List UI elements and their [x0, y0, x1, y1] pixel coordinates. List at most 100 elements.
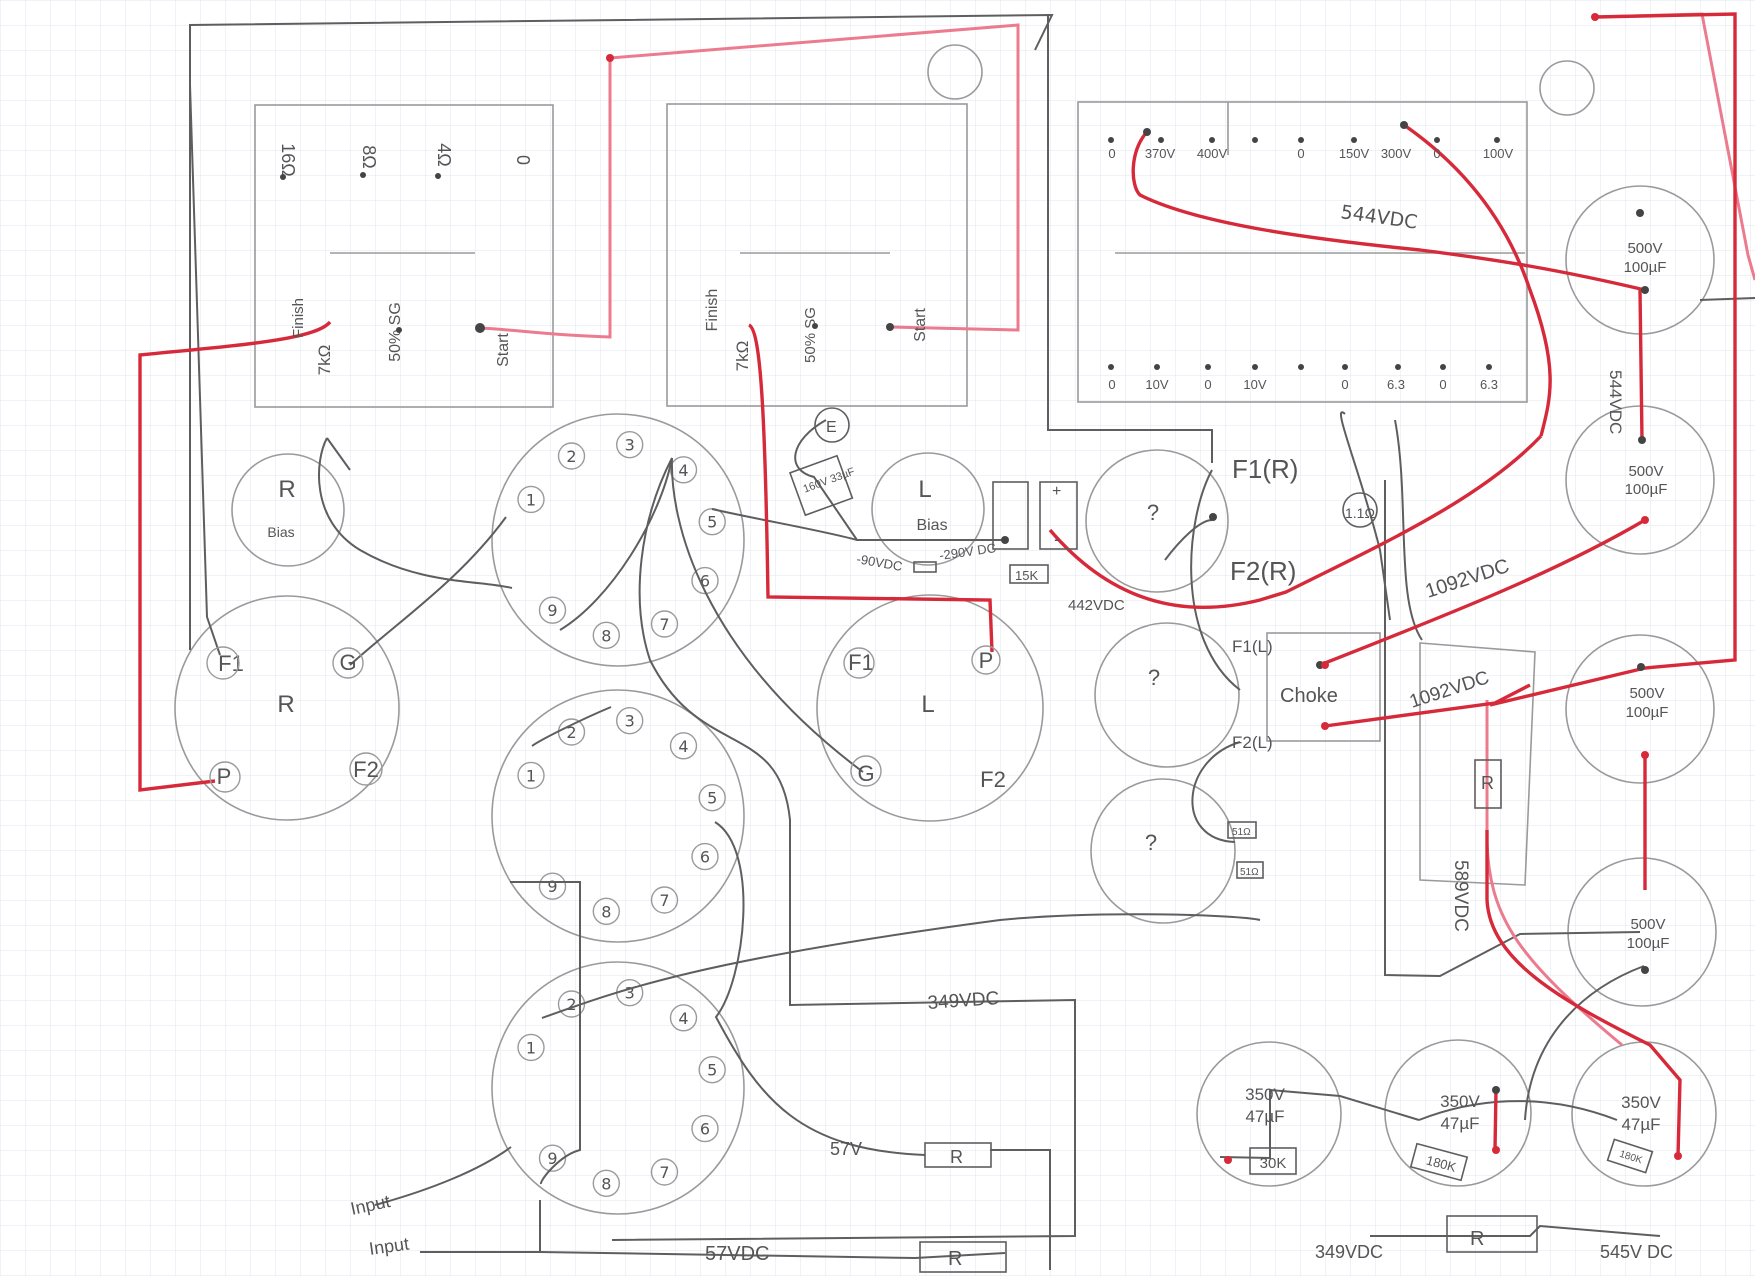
mounting-hole-2 — [1539, 60, 1595, 116]
noval-1-pin-label: 1 — [526, 490, 536, 509]
cap-big-3-v: 500V — [1629, 685, 1664, 702]
wire-r-br-link — [1370, 1224, 1661, 1237]
noval-3-pin-label: 9 — [547, 1149, 557, 1168]
wire-442 — [1048, 434, 1543, 610]
bias-l-sub: Bias — [916, 517, 947, 534]
rect-cap-plus: + — [1052, 483, 1061, 500]
diode-circle — [1342, 492, 1378, 528]
wire-rect1-f1 — [1190, 469, 1241, 691]
wire-300v — [1403, 123, 1552, 437]
noval-2-pin-label: 5 — [707, 789, 717, 808]
pt-tap-top-6: 300V — [1381, 146, 1412, 161]
noval-3-pin-ring — [669, 1004, 698, 1032]
wire-ground-cap-small — [1699, 297, 1755, 301]
ot-right-finish: Finish — [704, 289, 721, 332]
noval-2-pin-label: 2 — [566, 723, 576, 742]
pt-tap-bottom-4: 10V — [1243, 377, 1266, 392]
bias-r-letter: R — [278, 476, 295, 503]
noval-2-pin-label: 1 — [526, 766, 536, 785]
cap-big-3 — [1565, 634, 1715, 784]
wire-pin4 — [541, 913, 1261, 1019]
cap-big-1-c: 100µF — [1624, 259, 1667, 276]
wire-cap-b2-choke — [1319, 518, 1646, 667]
cap-small-1-c: 47µF — [1245, 1107, 1284, 1126]
noval-2-pin-label: 7 — [659, 891, 669, 910]
noval-3-pin-label: 5 — [707, 1061, 717, 1080]
wire-regulator — [1394, 419, 1423, 641]
cap-big-2-v: 500V — [1628, 463, 1663, 480]
wire-top-loop — [189, 13, 1054, 656]
ot-left-finish: Finish — [290, 298, 307, 338]
output-transformer-right — [666, 103, 968, 407]
noval-3-pin-label: 4 — [678, 1009, 688, 1028]
output-transformer-left — [254, 104, 554, 408]
ot-left-tap-16: 16Ω — [278, 143, 298, 176]
wire-finish-left — [138, 320, 332, 792]
pt-tap-bottom-1: 0 — [1108, 377, 1115, 392]
wire-pin7-bias — [711, 508, 1005, 541]
rect2-mark: ? — [1148, 665, 1160, 690]
choke-resistor-label: R — [1481, 773, 1494, 793]
noval-3-pin-ring — [592, 1169, 620, 1198]
resistor-51b — [1236, 861, 1264, 879]
ot-left-tap-8: 8Ω — [359, 145, 379, 168]
noval-2-pin-label: 3 — [625, 712, 635, 731]
noval-2-pin-ring — [538, 872, 567, 900]
diode-label: 1.1Ω — [1345, 505, 1375, 521]
rect1-mark: ? — [1147, 500, 1159, 525]
volt-349-bottom: 349VDC — [1315, 1242, 1383, 1262]
cap-big-1-v: 500V — [1627, 240, 1662, 257]
noval-2-pin-ring — [592, 897, 620, 925]
resistor-15k-label: 15K — [1015, 568, 1038, 583]
bias-cap-ground — [814, 407, 850, 443]
wire-pin6-g-left — [670, 457, 864, 773]
noval-2-pin-ring — [698, 784, 726, 812]
noval-3-pin-ring — [650, 1158, 679, 1186]
resistor-30k — [1249, 1147, 1297, 1175]
resistor-51a — [1227, 821, 1257, 839]
noval-1-pin-ring — [669, 456, 698, 484]
socket-bias-l — [871, 452, 985, 566]
wire-ground-long — [1384, 480, 1641, 978]
pt-tap-top-2: 370V — [1145, 146, 1176, 161]
ot-right-screen: 50% SG — [802, 307, 819, 363]
bias-l-letter: L — [918, 476, 931, 503]
bottom-resistor — [919, 1241, 1007, 1273]
rect-cap-minus: - — [1054, 529, 1060, 549]
resistor-180k-a — [1409, 1142, 1469, 1182]
tube-l-letter: L — [921, 691, 934, 718]
noval-2-pin-ring — [691, 842, 719, 871]
socket-noval-3 — [491, 961, 745, 1215]
cap-small-2-v: 350V — [1440, 1092, 1480, 1111]
wire-370v — [1131, 130, 1646, 292]
wire-cap-small-2-tap — [1493, 1089, 1498, 1151]
wire-input1 — [374, 1146, 512, 1206]
bias-cap — [788, 454, 854, 517]
cap-big-3-c: 100µF — [1626, 704, 1669, 721]
cap-big-2-c: 100µF — [1625, 481, 1668, 498]
noval-2-pin-ring — [616, 707, 644, 735]
noval-3-pin-ring — [538, 1144, 567, 1172]
cap-small-2 — [1384, 1039, 1532, 1187]
ot-left-start: Start — [495, 333, 512, 367]
noval-3-pin-ring — [698, 1055, 726, 1084]
wire-choke-drive — [1340, 411, 1391, 621]
tube-l-p: P — [979, 648, 994, 673]
cap-big-4-v: 500V — [1630, 916, 1665, 933]
volt-544-vertical: 544VDC — [1606, 370, 1625, 434]
noval-1-pin-ring — [592, 621, 620, 649]
tube-l-f2: F2 — [980, 767, 1006, 792]
rect3-mark: ? — [1145, 830, 1157, 855]
pt-tap-bottom-2: 10V — [1145, 377, 1168, 392]
ot-left-tap-0: 0 — [513, 155, 533, 165]
socket-tube-r — [174, 595, 400, 821]
pt-tap-top-5: 150V — [1339, 146, 1370, 161]
wire-r-right — [990, 1149, 1051, 1270]
cap-small-3-v: 350V — [1621, 1093, 1661, 1112]
ot-left-impedance: 7kΩ — [315, 345, 334, 376]
resistor-15k — [1009, 564, 1049, 584]
resistor-51b-label: 51Ω — [1240, 867, 1259, 878]
rectifier-cap-right — [1039, 481, 1078, 550]
